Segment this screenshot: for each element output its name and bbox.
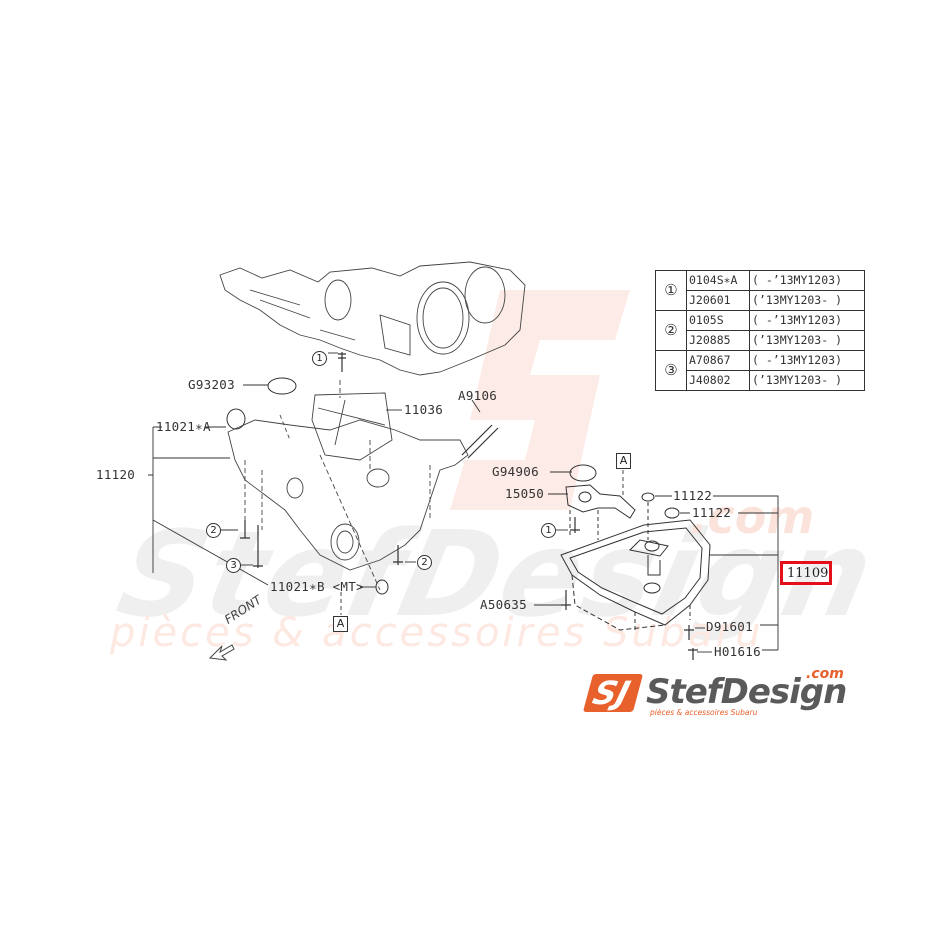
table-row: ③ A70867 ( -’13MY1203) [655,350,865,391]
label-11122-top[interactable]: 11122 [673,488,713,503]
reference-a-box-pan: A [616,453,631,469]
label-a9106[interactable]: A9106 [458,388,498,403]
table-date-range: ( -’13MY1203) [749,350,865,371]
table-part-number[interactable]: J20601 [686,290,750,311]
callout-2-left: 2 [206,523,221,538]
label-11021a[interactable]: 11021∗A [156,419,211,434]
watermark-monogram [450,290,630,510]
label-h01616[interactable]: H01616 [714,644,761,659]
watermark-tagline: pièces & accessoires Subaru [110,610,764,656]
label-11109: 11109 [787,566,829,581]
table-date-range: ( -’13MY1203) [749,270,865,291]
label-11120[interactable]: 11120 [96,467,136,482]
table-callout-2: ② [655,310,687,351]
front-arrow-icon [208,644,235,661]
table-callout-1: ① [655,270,687,311]
label-d91601[interactable]: D91601 [706,619,753,634]
table-part-number[interactable]: 0104S∗A [686,270,750,291]
label-11036[interactable]: 11036 [404,402,444,417]
brand-name: StefDesign [646,672,847,712]
brand-domain: .com [806,666,844,682]
callout-1-pan: 1 [541,523,556,538]
table-row: ① 0104S∗A ( -’13MY1203) [655,270,865,311]
table-part-number[interactable]: J40802 [686,370,750,391]
table-part-number[interactable]: A70867 [686,350,750,371]
label-g94906[interactable]: G94906 [492,464,539,479]
callout-1-block: 1 [312,351,327,366]
o-ring-g93203-drawing [267,377,297,395]
table-date-range: (’13MY1203- ) [749,330,865,351]
label-11021b-mt[interactable]: 11021∗B <MT> [270,579,364,594]
label-a50635[interactable]: A50635 [480,597,527,612]
oil-strainer-drawing [565,464,636,540]
engine-block-drawing [219,261,526,376]
callout-2-right: 2 [417,555,432,570]
table-part-number[interactable]: 0105S [686,310,750,331]
table-date-range: (’13MY1203- ) [749,290,865,311]
highlighted-part-11109[interactable]: 11109 [780,561,832,585]
plug-11021a-drawing [226,408,246,430]
label-11122-bottom[interactable]: 11122 [692,505,732,520]
brand-monogram-icon: SJ [582,674,644,712]
label-15050[interactable]: 15050 [505,486,545,501]
table-row: ② 0105S ( -’13MY1203) [655,310,865,351]
table-row: J20885 (’13MY1203- ) [656,330,865,351]
table-row: J40802 (’13MY1203- ) [656,370,865,391]
table-part-number[interactable]: J20885 [686,330,750,351]
callout-3: 3 [226,558,241,573]
reference-a-box-block: A [333,616,348,632]
table-callout-3: ③ [655,350,687,391]
label-g93203[interactable]: G93203 [188,377,235,392]
table-date-range: (’13MY1203- ) [749,370,865,391]
leader-lines [148,352,779,653]
brand-logo: SJ StefDesign .com pièces & accessoires … [582,666,848,720]
watermark-domain: .com [690,490,815,544]
fastener-reference-table: ① 0104S∗A ( -’13MY1203) J20601 (’13MY120… [655,270,865,391]
plug-11021b-drawing [375,579,389,595]
lower-block-drawing [227,380,469,591]
brand-tagline: pièces & accessoires Subaru [650,708,758,717]
bolts-drawing [240,352,698,660]
table-date-range: ( -’13MY1203) [749,310,865,331]
oil-pan-drawing [560,492,711,631]
table-row: J20601 (’13MY1203- ) [656,290,865,311]
